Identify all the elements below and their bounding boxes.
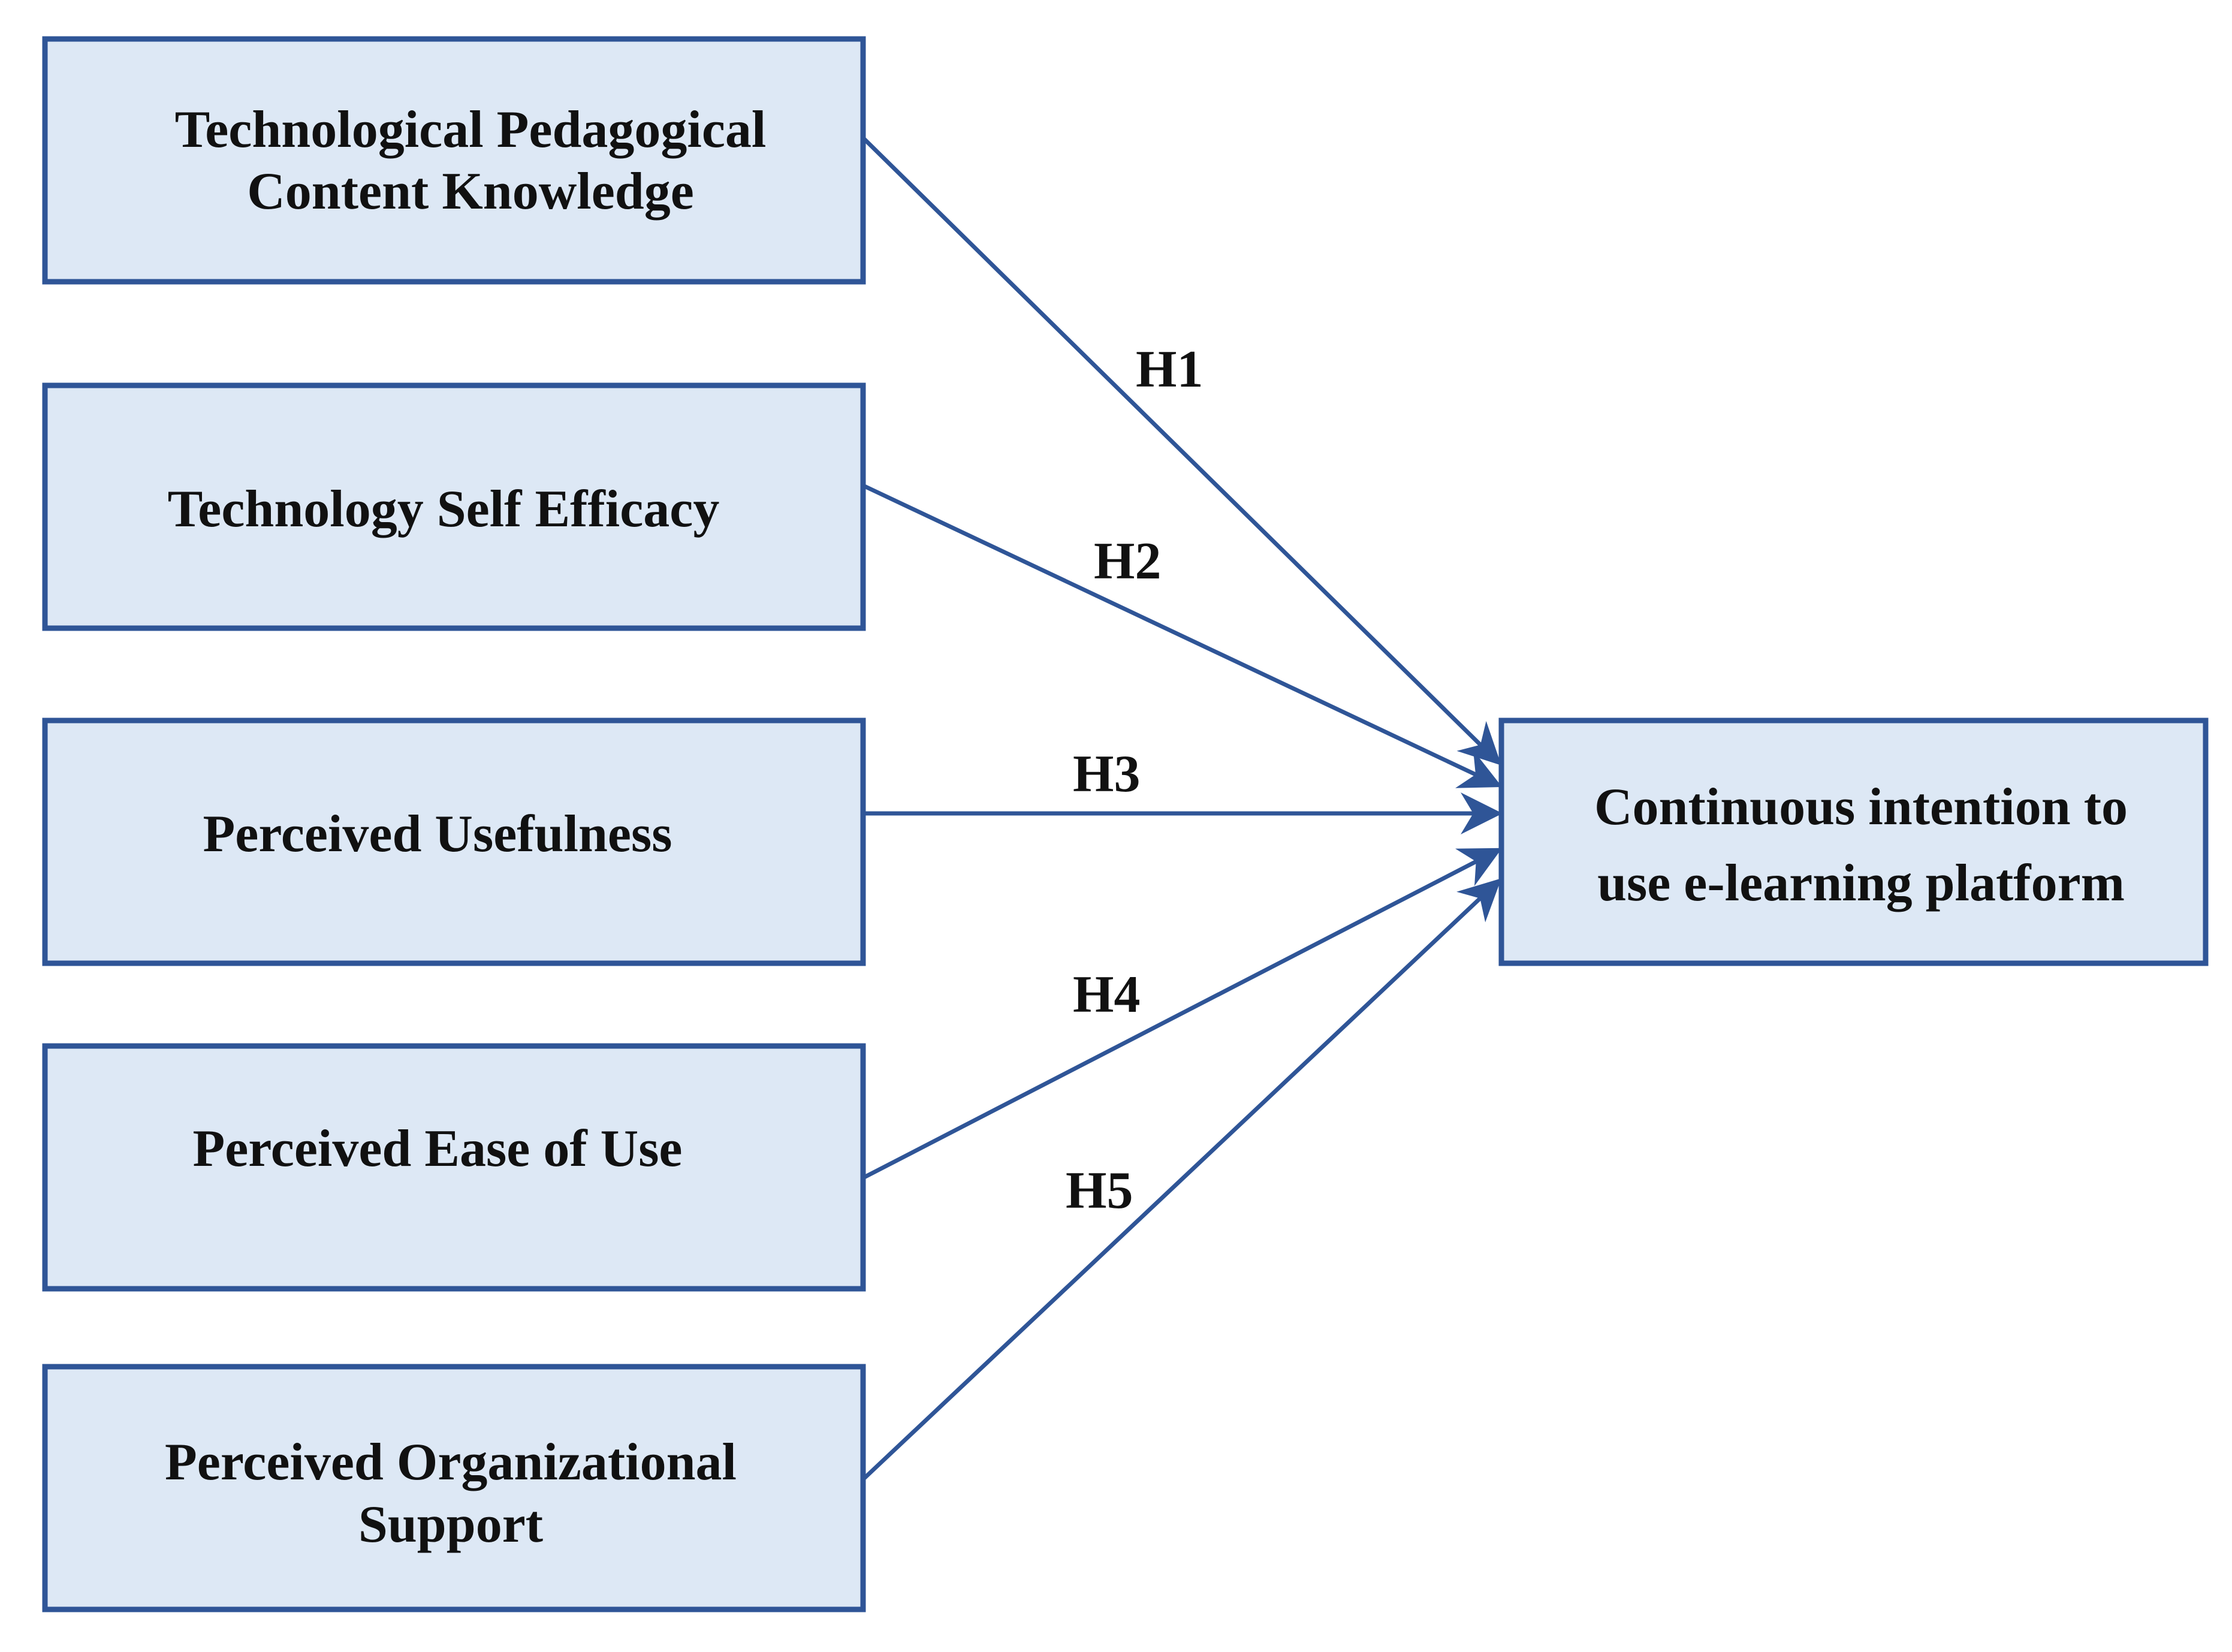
node-label-line-2: use e-learning platform [1597, 854, 2125, 912]
node-label-line-1: Perceived Usefulness [203, 805, 672, 863]
node-box [1498, 718, 2209, 966]
edge-label-h5: H5 [1066, 1162, 1133, 1220]
arrow-h4 [862, 848, 1503, 1180]
node-box [42, 1043, 866, 1292]
arrow-h5 [861, 878, 1502, 1481]
arrow-h2 [862, 483, 1503, 788]
node-box [42, 718, 866, 966]
node-technological-pedagogical-content-knowledge: Technological Pedagogical Content Knowle… [42, 36, 866, 285]
node-box [42, 36, 866, 285]
node-label-line-1: Continuous intention to [1594, 778, 2128, 836]
edge-label-h3: H3 [1073, 745, 1140, 803]
node-label-line-2: Content Knowledge [247, 162, 694, 221]
node-label-line-1: Perceived Organizational [165, 1433, 737, 1491]
node-label-line-1: Technological Pedagogical [175, 101, 767, 159]
arrow-h1 [861, 136, 1501, 765]
node-technology-self-efficacy: Technology Self Efficacy [42, 382, 866, 631]
node-box [42, 382, 866, 631]
node-perceived-usefulness: Perceived Usefulness [42, 718, 866, 966]
edge-label-h4: H4 [1073, 966, 1140, 1024]
node-perceived-organizational-support: Perceived Organizational Support [42, 1364, 866, 1612]
hypothesis-arrows: H1 H2 H3 H4 H5 [861, 136, 1503, 1481]
node-box [42, 1364, 866, 1612]
edge-label-h2: H2 [1094, 532, 1161, 590]
node-perceived-ease-of-use: Perceived Ease of Use [42, 1043, 866, 1292]
node-label-line-2: Support [358, 1496, 543, 1554]
node-label-line-1: Perceived Ease of Use [192, 1120, 682, 1178]
edge-label-h1: H1 [1136, 340, 1203, 399]
node-continuous-intention: Continuous intention to use e-learning p… [1498, 718, 2209, 966]
node-label-line-1: Technology Self Efficacy [168, 480, 720, 538]
